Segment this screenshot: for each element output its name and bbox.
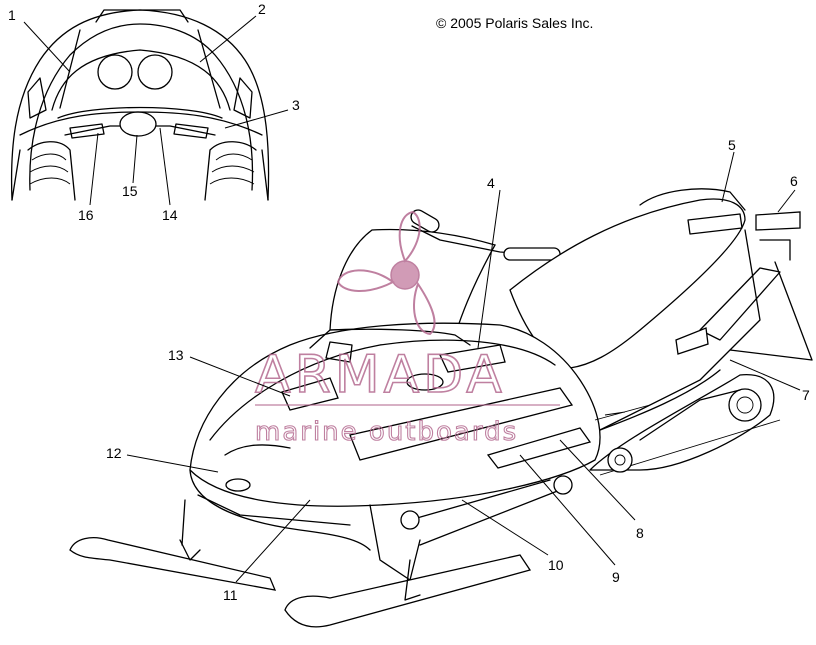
callout-10: 10 <box>548 557 564 573</box>
inset-front-view <box>10 9 270 201</box>
callout-16: 16 <box>78 207 94 223</box>
watermark-brand: ARMADA <box>255 345 506 405</box>
callout-13: 13 <box>168 347 184 363</box>
callout-5: 5 <box>728 137 736 153</box>
callout-8: 8 <box>636 525 644 541</box>
snowmobile-drawing <box>69 188 813 628</box>
callout-numbers: 1 2 3 4 5 6 7 8 9 10 11 12 13 14 15 16 <box>8 1 810 603</box>
callout-3: 3 <box>292 97 300 113</box>
copyright-text: © 2005 Polaris Sales Inc. <box>436 15 593 31</box>
callout-6: 6 <box>790 173 798 189</box>
watermark-tagline: marine outboards <box>255 417 518 447</box>
callout-2: 2 <box>258 1 266 17</box>
callout-7: 7 <box>802 387 810 403</box>
watermark: ARMADA marine outboards <box>254 210 560 448</box>
callout-14: 14 <box>162 207 178 223</box>
callout-4: 4 <box>487 175 495 191</box>
callout-15: 15 <box>122 183 138 199</box>
callout-11: 11 <box>223 587 238 603</box>
propeller-icon <box>336 210 436 336</box>
callout-leaders <box>23 15 801 583</box>
callout-1: 1 <box>8 7 16 23</box>
callout-12: 12 <box>106 445 122 461</box>
callout-9: 9 <box>612 569 620 585</box>
